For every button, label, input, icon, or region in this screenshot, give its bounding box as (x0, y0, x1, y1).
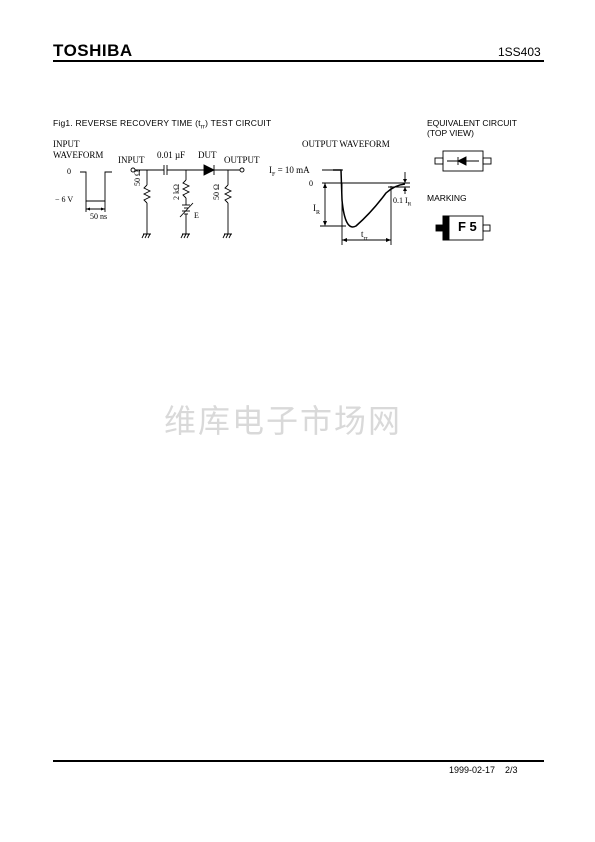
capacitor-label: 0.01 µF (157, 150, 186, 160)
tenth-ir-label: 0.1 IR (393, 196, 411, 208)
footer-date: 1999-02-17 (449, 765, 496, 775)
if-sub: F (272, 171, 276, 178)
tenth-ir-sub: R (407, 201, 412, 208)
input-level-zero: 0 (67, 167, 71, 176)
tenth-arrow-up (403, 187, 407, 191)
r-input-resistor (142, 184, 152, 204)
ir-sub: R (316, 209, 321, 216)
ir-letter: I (313, 203, 316, 213)
pulse-width-arrow-right (101, 207, 105, 211)
footer-rule (53, 760, 544, 762)
trr-arrow-right (386, 238, 391, 242)
tenth-arrow-down (403, 179, 407, 183)
figure-title-prefix: Fig1. REVERSE RECOVERY TIME (t (53, 118, 201, 128)
part-number: 1SS403 (498, 45, 541, 59)
input-terminal (130, 167, 136, 173)
trr-label: trr (361, 229, 368, 242)
footer-page: 2/3 (505, 765, 518, 775)
r-output-resistor (223, 184, 233, 204)
watermark-text: 维库电子市场网 (164, 402, 403, 440)
ground-3 (222, 233, 232, 239)
figure-title-suffix: ) TEST CIRCUIT (205, 118, 272, 128)
r-bias-resistor (181, 179, 191, 199)
input-level-neg: − 6 V (55, 195, 74, 204)
ir-arrow-top (323, 183, 327, 188)
trr-arrow-left (342, 238, 347, 242)
if-label: IF = 10 mA (269, 165, 310, 178)
figure-title: Fig1. REVERSE RECOVERY TIME (trr) TEST C… (53, 118, 271, 131)
equivalent-right-pad (482, 157, 492, 165)
marking-left-pad (435, 224, 444, 232)
ir-label: IR (313, 203, 320, 216)
input-pulse-width: 50 ns (90, 212, 108, 221)
pulse-width-arrow-left (86, 207, 90, 211)
trr-letter: t (361, 229, 364, 239)
ground-2 (180, 233, 190, 239)
circuit-output-label: OUTPUT (224, 155, 260, 165)
figure-title-sub: rr (200, 124, 206, 131)
input-pulse-waveform (80, 171, 112, 202)
equivalent-title-1: EQUIVALENT CIRCUIT (427, 118, 517, 128)
input-waveform-label-1: INPUT (53, 139, 80, 149)
bias-variable-arrow (179, 202, 194, 218)
output-zero-label: 0 (309, 179, 313, 188)
marking-code: F 5 (458, 219, 477, 234)
marking-right-pad (482, 224, 491, 232)
output-recovery-curve (333, 169, 406, 228)
output-terminal (239, 167, 245, 173)
input-waveform-label-2: WAVEFORM (53, 150, 104, 160)
equivalent-diode (456, 156, 467, 166)
circuit-input-label: INPUT (118, 155, 145, 165)
equivalent-title-2: (TOP VIEW) (427, 128, 474, 138)
equivalent-left-pad (434, 157, 444, 165)
marking-title: MARKING (427, 193, 467, 203)
if-value: = 10 mA (275, 165, 310, 175)
trr-sub: rr (363, 235, 368, 242)
footer: 1999-02-17 2/3 (449, 765, 518, 775)
dut-diode-symbol (203, 164, 216, 176)
tenth-ir-text: 0.1 I (393, 196, 408, 205)
dut-label: DUT (198, 150, 217, 160)
marking-cathode-band (442, 215, 450, 241)
ground-1 (141, 233, 151, 239)
brand-logo: TOSHIBA (53, 41, 133, 60)
ir-arrow-bottom (323, 221, 327, 226)
bias-e-label: E (194, 211, 199, 220)
if-letter: I (269, 165, 272, 175)
output-waveform-label: OUTPUT WAVEFORM (302, 139, 390, 149)
header-rule (53, 60, 544, 62)
